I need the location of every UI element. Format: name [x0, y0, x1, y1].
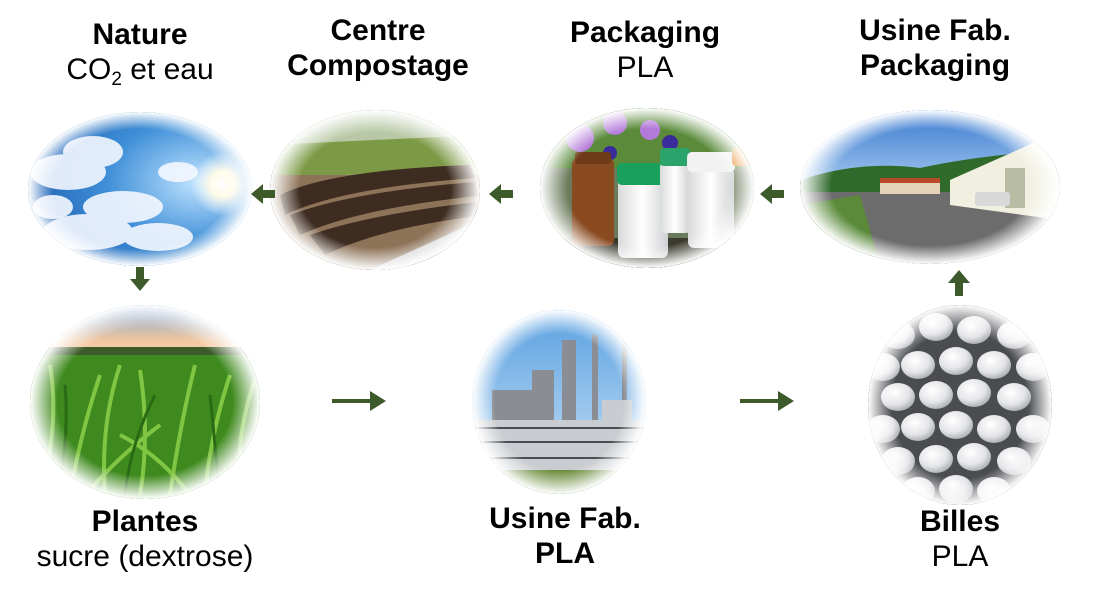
arrow-billes-to-usine-packaging — [948, 270, 970, 301]
arrow-packaging-to-compost — [489, 184, 513, 209]
label-usine-packaging: Usine Fab. Packaging — [810, 14, 1060, 83]
usine-pla-title-1: Usine Fab. — [489, 502, 641, 535]
label-nature: Nature CO2 et eau — [20, 18, 260, 90]
chemical-plant-image — [472, 310, 647, 495]
billes-title: Billes — [919, 505, 1001, 538]
corn-field-image — [30, 305, 260, 500]
factory-building-image — [800, 110, 1060, 265]
label-compost: Centre Compostage — [248, 14, 508, 83]
arrow-nature-to-plantes — [130, 267, 150, 296]
arrow-compost-to-nature — [251, 184, 275, 209]
pla-pellets-image — [868, 305, 1053, 505]
nature-title: Nature — [92, 18, 188, 51]
nature-subtitle-sub: 2 — [111, 68, 122, 90]
compost-title-2: Compostage — [287, 48, 469, 82]
sky-with-sun-image — [28, 112, 253, 267]
usine-packaging-title-2: Packaging — [859, 48, 1011, 82]
label-billes: Billes PLA — [860, 505, 1060, 574]
pla-bottles-image — [540, 108, 755, 268]
arrow-usine-pla-to-billes — [740, 389, 794, 418]
packaging-title: Packaging — [569, 16, 721, 49]
nature-subtitle: CO2 et eau — [20, 53, 260, 91]
usine-pla-title-2: PLA — [535, 536, 595, 570]
arrow-factory-to-packaging — [760, 184, 784, 209]
plantes-title: Plantes — [91, 505, 199, 538]
label-packaging: Packaging PLA — [530, 16, 760, 85]
billes-subtitle: PLA — [931, 539, 989, 573]
plantes-subtitle: sucre (dextrose) — [36, 539, 254, 573]
label-usine-pla: Usine Fab. PLA — [450, 502, 680, 571]
compost-rows-image — [270, 110, 480, 270]
label-plantes: Plantes sucre (dextrose) — [10, 505, 280, 574]
packaging-subtitle: PLA — [616, 50, 674, 84]
nature-subtitle-co: CO — [66, 52, 112, 86]
nature-subtitle-rest: et eau — [121, 52, 214, 86]
compost-title-1: Centre — [330, 14, 426, 47]
arrow-plantes-to-usine-pla — [332, 389, 386, 418]
usine-packaging-title-1: Usine Fab. — [859, 14, 1011, 47]
